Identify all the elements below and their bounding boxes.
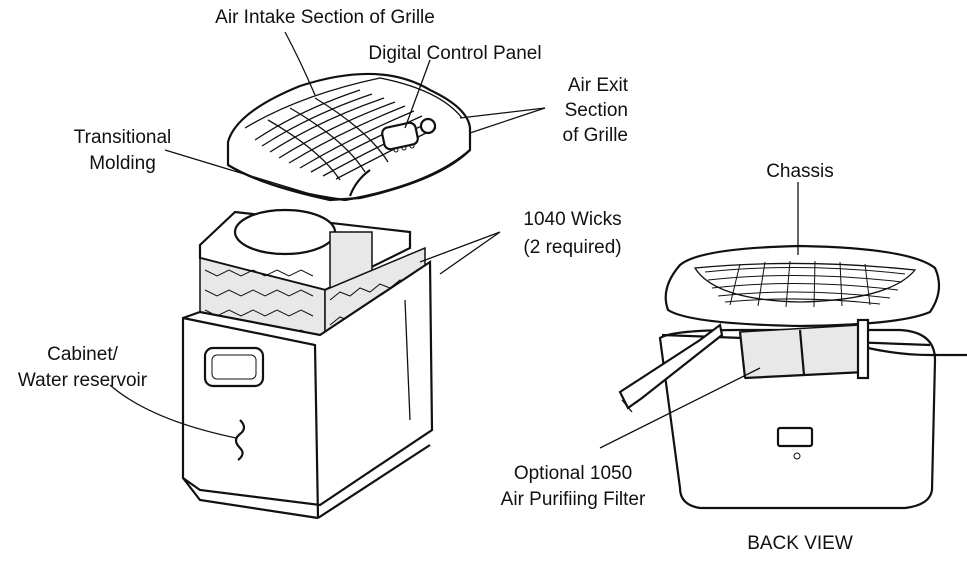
label-filter-line1: Optional 1050: [513, 463, 633, 484]
leader-lines: [109, 31, 799, 449]
cabinet: [181, 259, 434, 520]
label-cabinet-line2: Water reservoir: [17, 370, 148, 391]
grille-assembly: [226, 72, 472, 202]
label-air-exit-line1: Air Exit: [567, 75, 628, 96]
chassis-top: [664, 244, 941, 328]
label-air-intake: Air Intake Section of Grille: [215, 7, 435, 28]
label-digital-control-panel: Digital Control Panel: [368, 43, 542, 64]
label-back-view: BACK VIEW: [747, 533, 853, 554]
cabinet-handle: [203, 346, 265, 388]
label-cabinet-line1: Cabinet/: [47, 344, 118, 365]
label-air-exit-line3: of Grille: [562, 125, 628, 146]
label-wicks-line1: 1040 Wicks: [523, 209, 622, 230]
label-wicks-line2: (2 required): [523, 237, 622, 258]
label-filter-line2: Air Purifiing Filter: [500, 489, 646, 510]
back-view-unit: [618, 244, 967, 510]
label-transitional-line1: Transitional: [73, 127, 172, 148]
grille-slats: [254, 89, 437, 181]
label-chassis: Chassis: [766, 161, 834, 182]
label-air-exit-line2: Section: [564, 100, 628, 121]
label-transitional-line2: Molding: [89, 153, 156, 174]
